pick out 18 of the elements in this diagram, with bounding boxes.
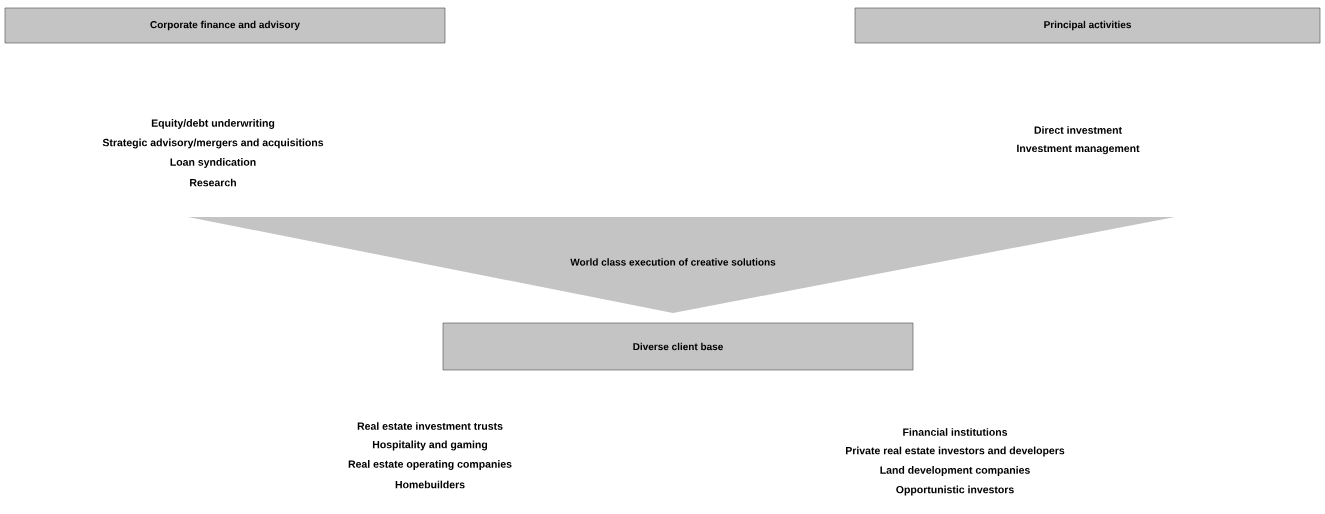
list-item: Hospitality and gaming bbox=[372, 440, 488, 451]
list-item: Homebuilders bbox=[395, 480, 465, 489]
list-item: Real estate investment trusts bbox=[357, 422, 503, 430]
list-item: Research bbox=[190, 178, 236, 187]
list-item: Private real estate investors and developers bbox=[846, 446, 1065, 457]
header-box: Principal activities bbox=[854, 7, 1321, 44]
list-item: Investment management bbox=[1017, 144, 1140, 155]
list-item: Financial institutions bbox=[903, 428, 1008, 436]
funnel-triangle: World class execution of creative solutions bbox=[188, 217, 1175, 313]
header-box: Corporate finance and advisory bbox=[4, 7, 446, 44]
list-item: Loan syndication bbox=[170, 158, 256, 168]
list-item: Equity/debt underwriting bbox=[151, 119, 275, 129]
list-item: Real estate operating companies bbox=[348, 460, 512, 470]
list-item: Land development companies bbox=[880, 466, 1030, 476]
list-item: Direct investment bbox=[1034, 126, 1122, 134]
list-item: Opportunistic investors bbox=[896, 485, 1014, 496]
header-box: Diverse client base bbox=[442, 322, 914, 371]
list-item: Strategic advisory/mergers and acquisitions bbox=[102, 138, 324, 149]
